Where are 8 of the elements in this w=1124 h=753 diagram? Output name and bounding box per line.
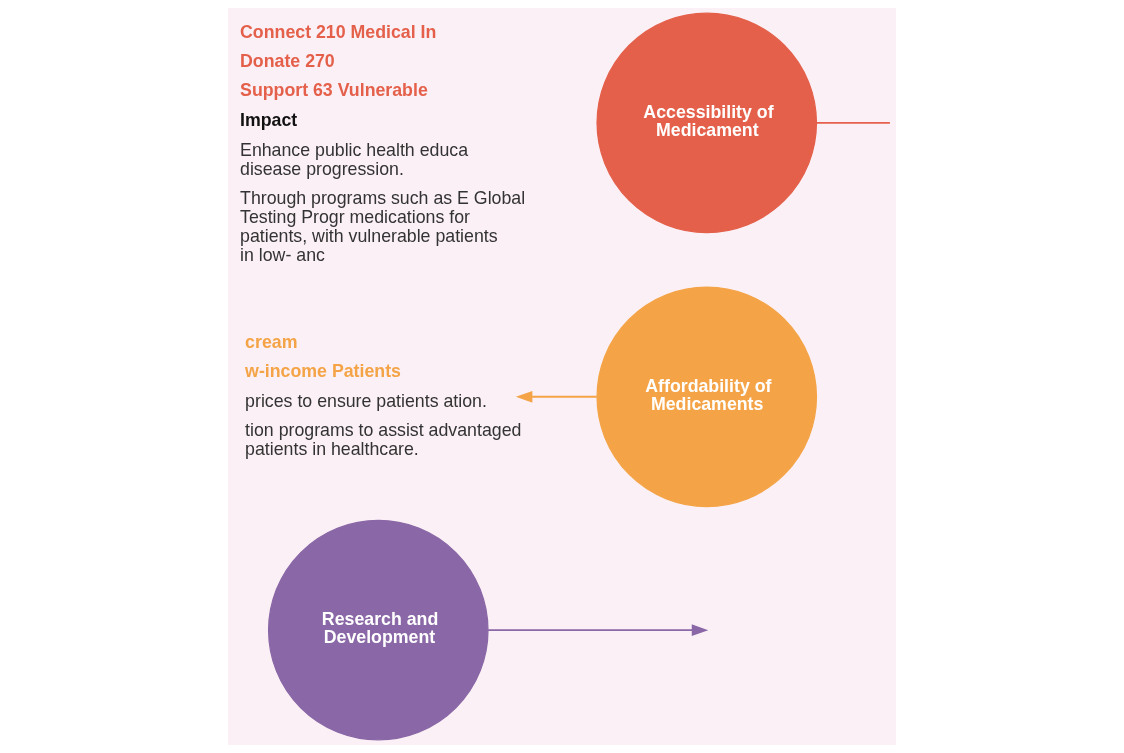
node-circle: Accessibility of Medicament [596,12,818,234]
node-text: cream w-income Patients prices to ensure patients ation. tion programs to assist advantaged patients in healthcare. [245,331,522,460]
connector [815,121,891,124]
arrow [487,624,709,636]
node-circle: Research and Development [267,519,489,741]
arrow [515,391,598,403]
node-text: Connect 210 Medical In Donate 270 Support 63 Vulnerable Impact Enhance public health educa disease progression. Through programs such as E Global Testing Progr medications for patients, with vulnerable patients in low- anc [240,22,526,266]
node-circle: Affordability of Medicaments [596,286,818,508]
